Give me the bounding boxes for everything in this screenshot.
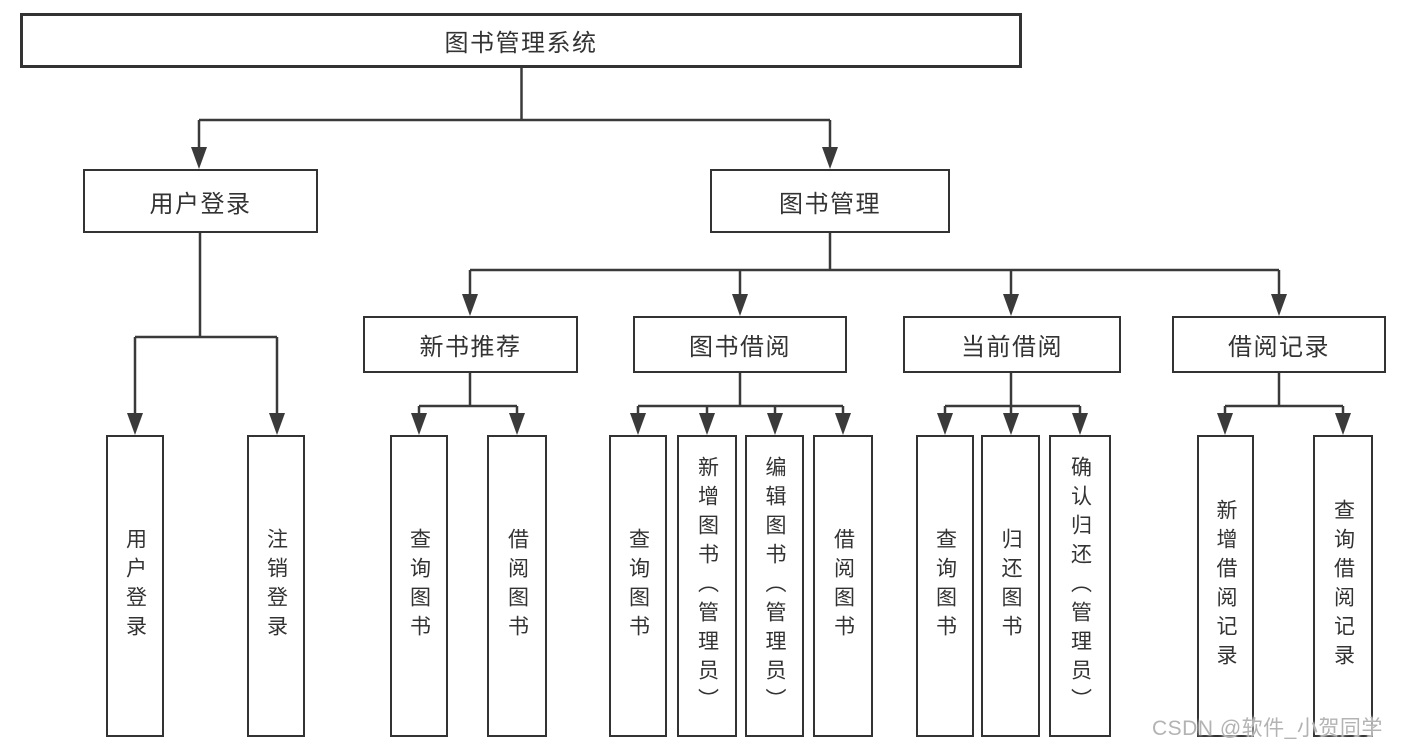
leaf-records-add-label: 新增借阅记录: [1214, 499, 1237, 673]
leaf-logout: 注销登录: [247, 435, 305, 737]
leaf-borrow-add: 新增图书（管理员）: [677, 435, 737, 737]
node-root: 图书管理系统: [20, 13, 1022, 68]
leaf-current-query: 查询图书: [916, 435, 974, 737]
leaf-borrow-edit: 编辑图书（管理员）: [745, 435, 804, 737]
leaf-logout-label: 注销登录: [264, 528, 288, 644]
leaf-borrow-borrow: 借阅图书: [813, 435, 873, 737]
leaf-records-add: 新增借阅记录: [1197, 435, 1254, 737]
node-book-mgmt: 图书管理: [710, 169, 950, 233]
node-current-borrow: 当前借阅: [903, 316, 1121, 373]
leaf-newbook-borrow-label: 借阅图书: [505, 528, 529, 644]
leaf-newbook-borrow: 借阅图书: [487, 435, 547, 737]
leaf-newbook-query: 查询图书: [390, 435, 448, 737]
leaf-borrow-add-label: 新增图书（管理员）: [695, 455, 719, 717]
leaf-borrow-edit-label: 编辑图书（管理员）: [763, 455, 786, 717]
leaf-borrow-borrow-label: 借阅图书: [831, 528, 855, 644]
node-borrow-records-label: 借阅记录: [1228, 334, 1330, 361]
node-user-login-label: 用户登录: [149, 190, 252, 218]
leaf-borrow-query: 查询图书: [609, 435, 667, 737]
node-new-book-recommend-label: 新书推荐: [419, 334, 522, 361]
leaf-current-return-label: 归还图书: [999, 528, 1022, 644]
node-current-borrow-label: 当前借阅: [961, 334, 1063, 361]
watermark: CSDN @软件_小贺同学: [1152, 717, 1383, 740]
leaf-current-confirm-label: 确认归还（管理员）: [1068, 455, 1092, 717]
node-new-book-recommend: 新书推荐: [363, 316, 578, 373]
node-book-borrow: 图书借阅: [633, 316, 847, 373]
leaf-borrow-query-label: 查询图书: [626, 528, 650, 644]
node-root-label: 图书管理系统: [444, 30, 598, 57]
leaf-current-return: 归还图书: [981, 435, 1040, 737]
node-borrow-records: 借阅记录: [1172, 316, 1386, 373]
node-user-login: 用户登录: [83, 169, 318, 233]
node-book-mgmt-label: 图书管理: [779, 190, 881, 218]
leaf-current-confirm: 确认归还（管理员）: [1049, 435, 1111, 737]
leaf-records-query: 查询借阅记录: [1313, 435, 1373, 737]
leaf-current-query-label: 查询图书: [933, 528, 957, 644]
leaf-records-query-label: 查询借阅记录: [1331, 499, 1355, 673]
leaf-newbook-query-label: 查询图书: [407, 528, 431, 644]
node-book-borrow-label: 图书借阅: [689, 334, 791, 361]
leaf-user-login-label: 用户登录: [123, 528, 147, 644]
leaf-user-login: 用户登录: [106, 435, 164, 737]
